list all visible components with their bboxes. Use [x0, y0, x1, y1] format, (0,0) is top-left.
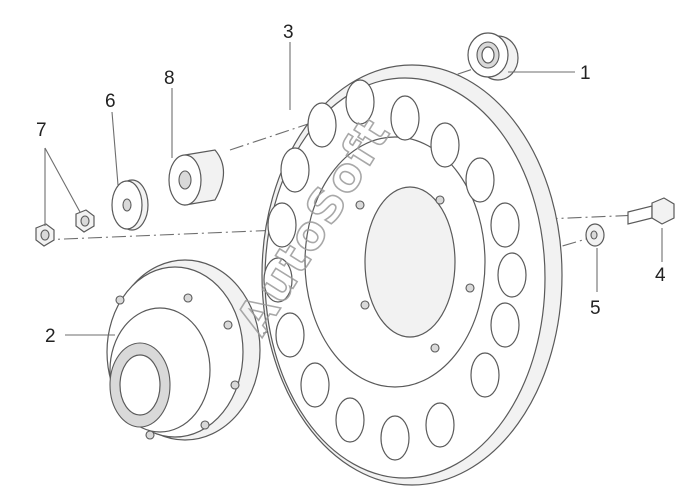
callout-7: 7	[36, 120, 47, 141]
callout-4: 4	[655, 265, 666, 286]
nuts-part-7	[35, 209, 95, 247]
bolt-part-4	[627, 197, 675, 225]
callout-2: 2	[45, 326, 56, 347]
small-washer-part-5	[585, 223, 605, 247]
callout-6: 6	[105, 91, 116, 112]
disc-bolt-holes	[263, 79, 527, 461]
callout-5: 5	[590, 298, 601, 319]
callout-numbers: 1 2 3 4 5 6 7 8	[36, 22, 666, 347]
leader-lines	[44, 42, 663, 336]
washer-part-6	[111, 179, 149, 231]
callout-8: 8	[164, 68, 175, 89]
callout-1: 1	[580, 63, 591, 84]
callout-3: 3	[283, 22, 294, 43]
bushing-part-8	[168, 149, 225, 206]
flange-disc-part-3	[261, 64, 563, 486]
disc-center-holes	[355, 195, 475, 353]
hub-flange-part-2	[106, 259, 261, 441]
bearing-part-1	[467, 32, 519, 81]
